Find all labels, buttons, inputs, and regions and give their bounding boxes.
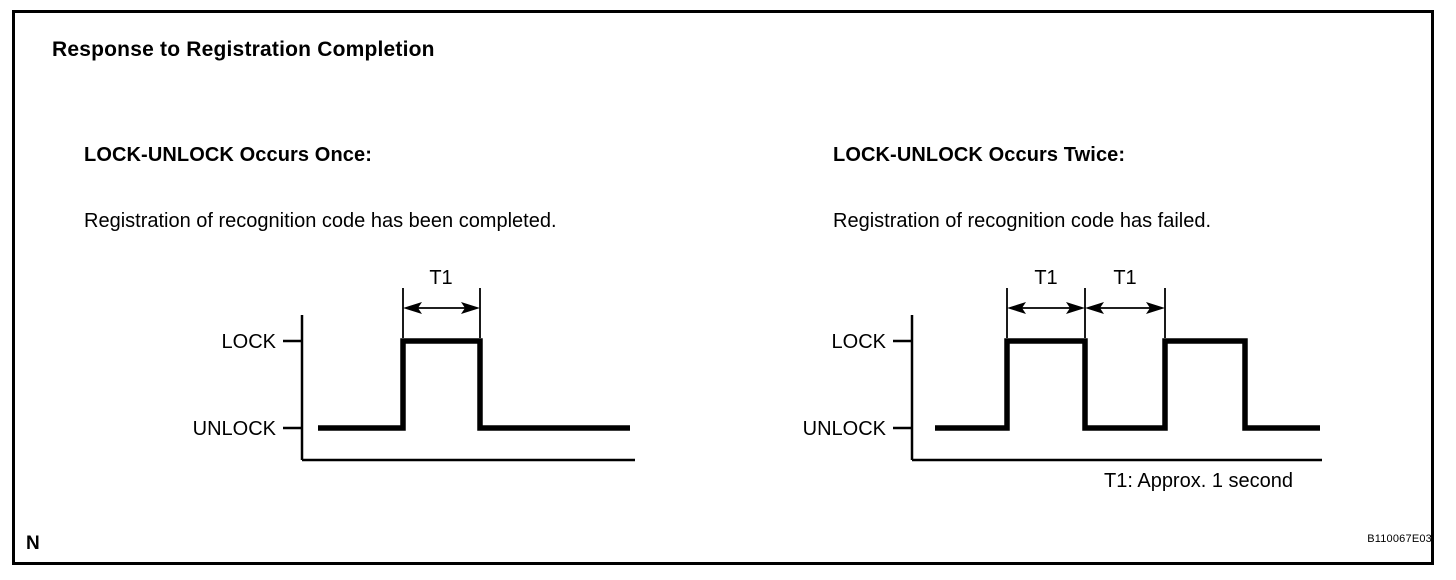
arrow-head-right-icon [461,302,480,314]
panel-heading-once: LOCK-UNLOCK Occurs Once: [84,144,372,166]
dimension-label-t1: T1 [429,267,452,289]
signal-waveform [935,338,1320,431]
panel-description-twice: Registration of recognition code has fai… [833,210,1212,232]
axis-label-unlock: UNLOCK [803,418,887,440]
dimension-label-t1-first: T1 [1034,267,1057,289]
corner-mark-n: N [26,533,40,554]
panel-heading-twice: LOCK-UNLOCK Occurs Twice: [833,144,1126,166]
dimension-label-t1-second: T1 [1113,267,1136,289]
waveform-chart-twice: LOCK UNLOCK T1 T1 [740,260,1340,480]
arrow-head-right-icon [1066,302,1085,314]
t1-note: T1: Approx. 1 second [1104,470,1294,492]
arrow-head-left-icon [1007,302,1026,314]
axis-label-unlock: UNLOCK [193,418,277,440]
axis-label-lock: LOCK [832,331,887,353]
figure-title: Response to Registration Completion [52,38,435,61]
figure-code: B110067E03 [1367,533,1432,545]
arrow-head-left-icon-second [1085,302,1104,314]
signal-waveform [318,338,630,431]
waveform-chart-once: LOCK UNLOCK T1 [150,260,670,480]
arrow-head-left-icon [403,302,422,314]
figure-border [12,10,1434,565]
axis-label-lock: LOCK [222,331,277,353]
panel-description-once: Registration of recognition code has bee… [84,210,557,232]
arrow-head-right-icon-second [1146,302,1165,314]
